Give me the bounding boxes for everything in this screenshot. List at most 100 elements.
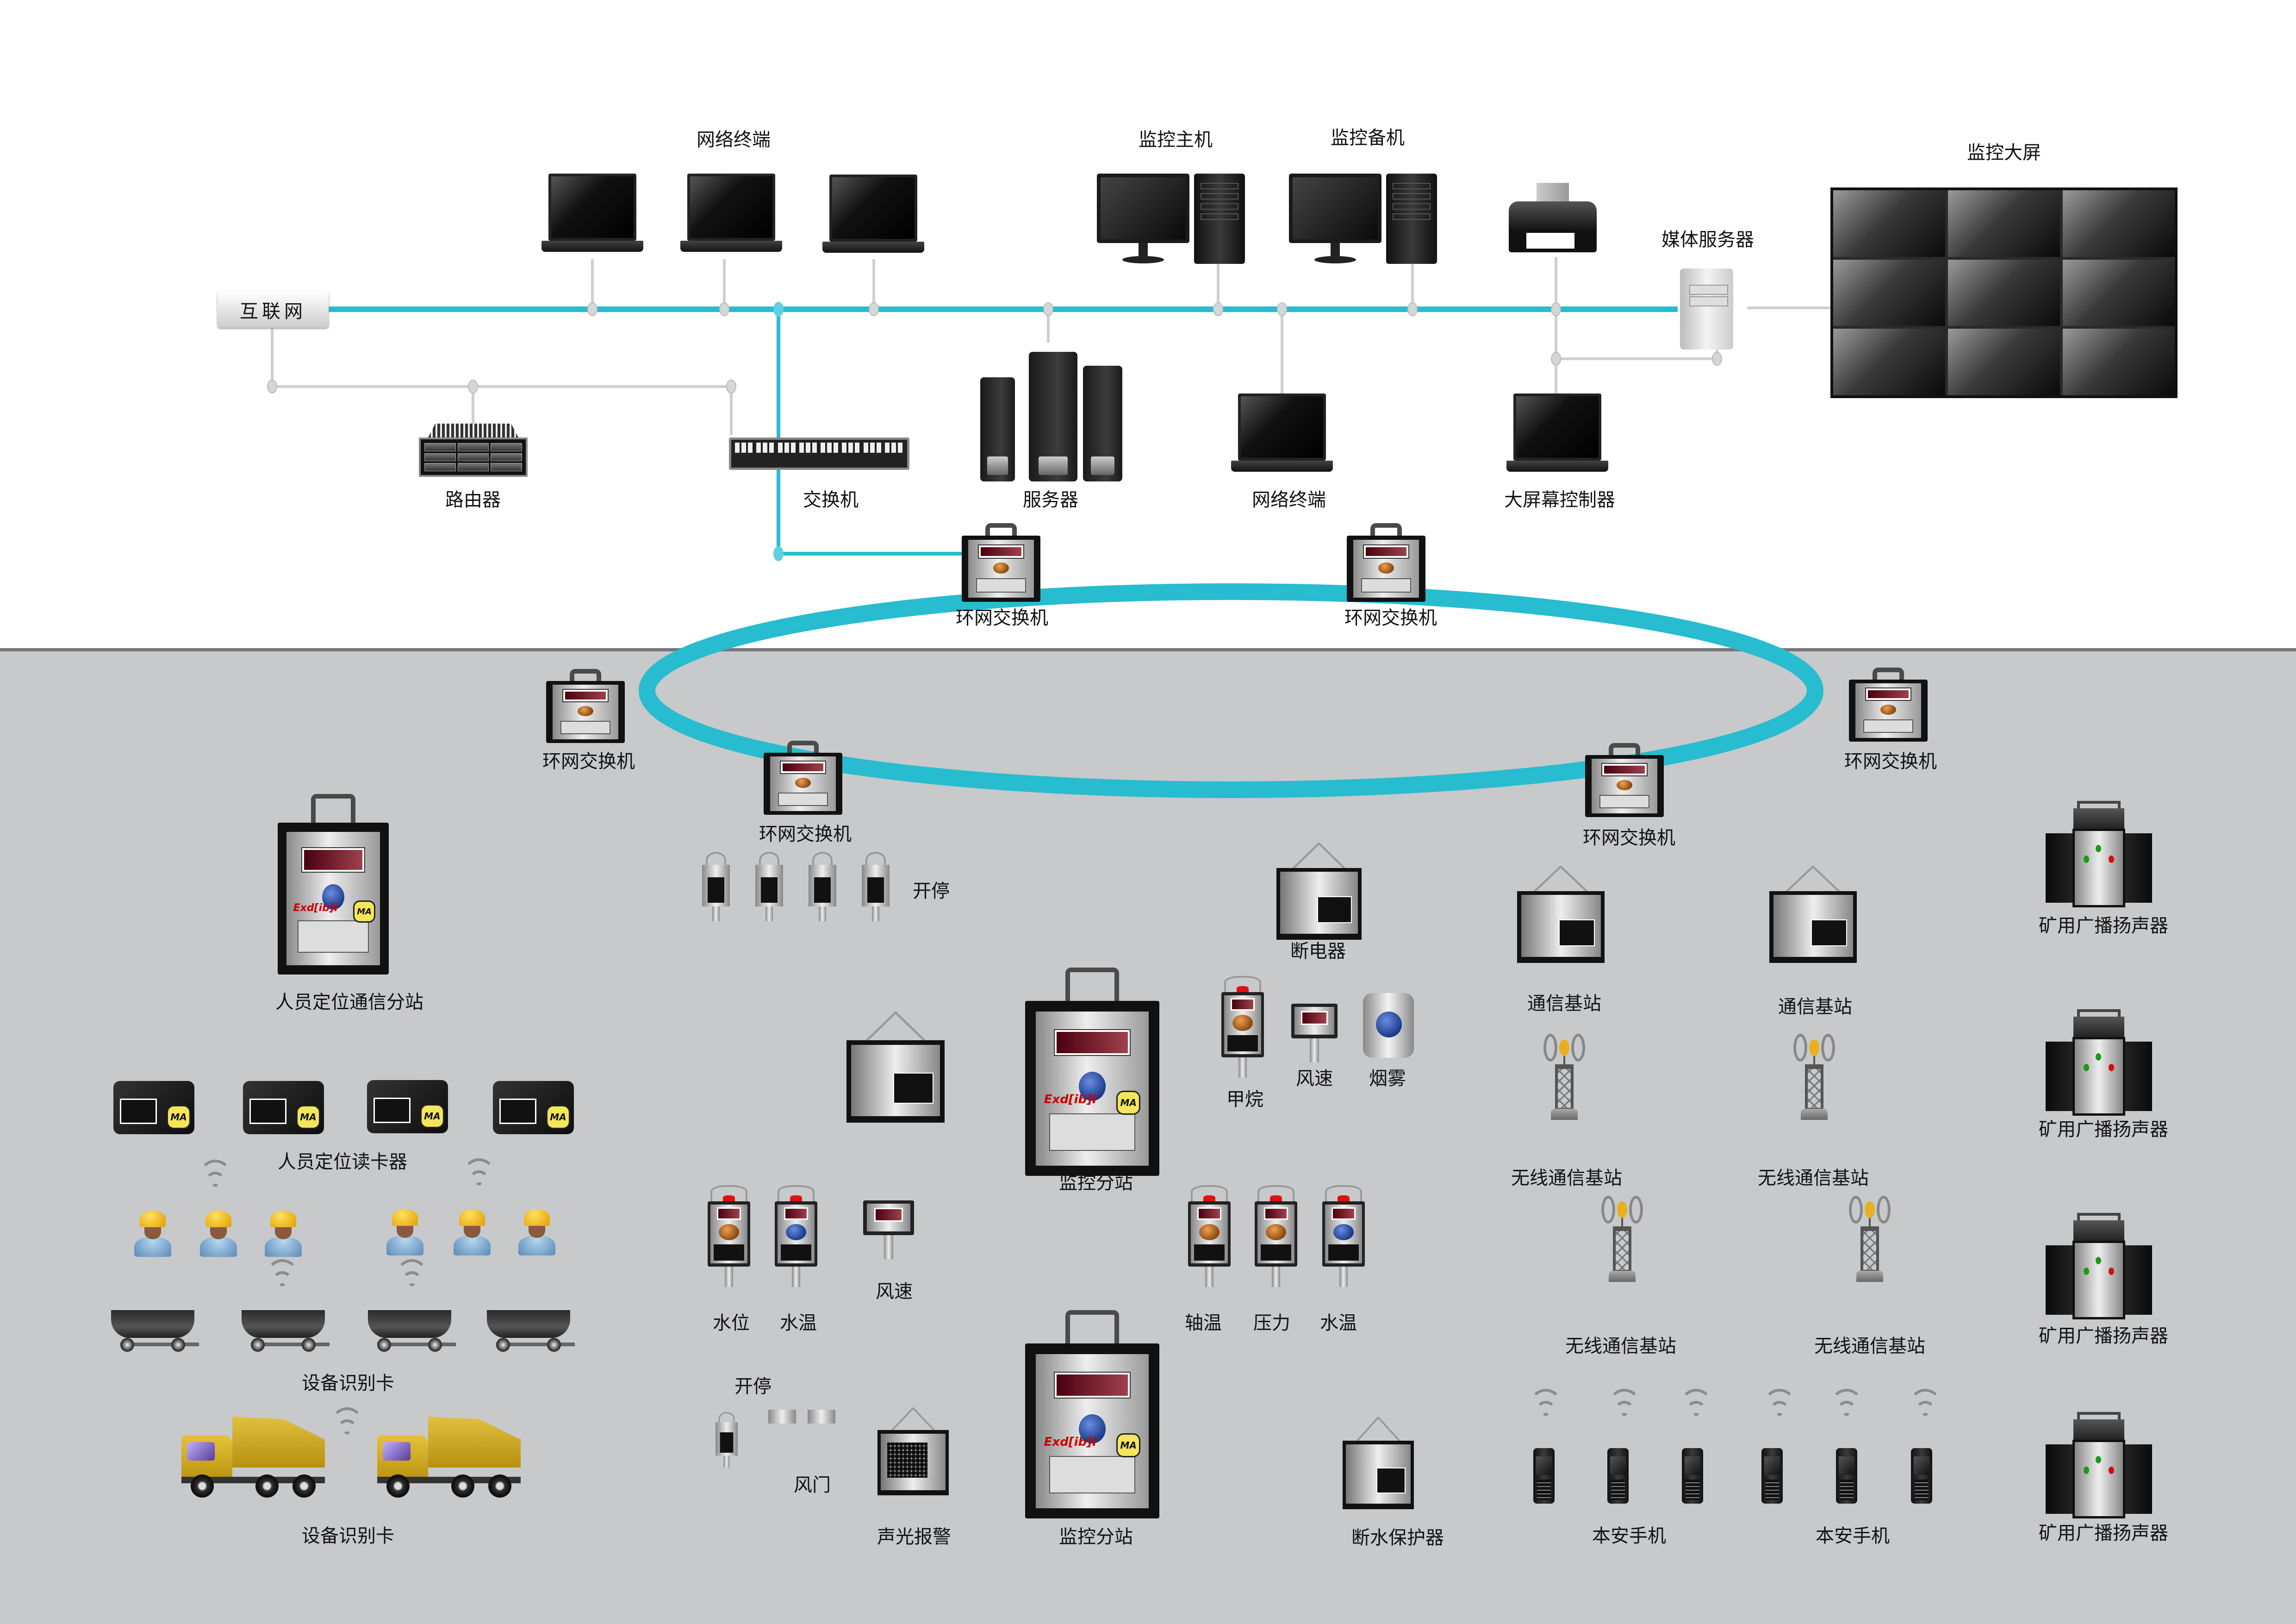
wind-speed-sensor-icon[interactable] (1287, 993, 1342, 1062)
safe-phone-icon[interactable] (1761, 1448, 1783, 1504)
printer-icon[interactable] (1509, 183, 1597, 257)
ring-switch-label: 环网交换机 (956, 607, 1048, 629)
wifi-signal-icon (1608, 1389, 1641, 1421)
comm-base-label: 通信基站 (1778, 996, 1852, 1018)
pc-tower-icon[interactable] (1386, 174, 1437, 264)
dump-truck-icon[interactable] (377, 1417, 521, 1500)
card-reader-icon[interactable]: MA (113, 1081, 194, 1134)
safe-phone-icon[interactable] (1682, 1448, 1703, 1504)
pc-tower-icon[interactable] (1194, 174, 1245, 264)
miner-icon[interactable] (200, 1211, 237, 1257)
server-icon[interactable] (1083, 366, 1122, 481)
safe-phone-icon[interactable] (1911, 1448, 1932, 1504)
water-cut-protector-icon[interactable] (1338, 1417, 1419, 1509)
miner-icon[interactable] (386, 1209, 423, 1255)
video-wall-icon[interactable] (1830, 187, 2178, 398)
breaker-icon[interactable] (1270, 843, 1368, 940)
air-door-sensor-icon[interactable] (768, 1410, 796, 1424)
wifi-signal-icon (396, 1259, 428, 1292)
wind-speed-sensor-icon[interactable] (859, 1190, 919, 1259)
miner-icon[interactable] (518, 1209, 555, 1255)
water-cut-protector-label: 断水保护器 (1351, 1527, 1444, 1549)
ring-switch-icon[interactable] (546, 669, 625, 743)
router-icon[interactable] (419, 424, 528, 477)
onoff-sensor-icon[interactable] (716, 1412, 738, 1468)
mine-cart-icon[interactable] (368, 1310, 456, 1356)
wifi-signal-icon (199, 1160, 231, 1192)
pressure-sensor-icon[interactable] (1251, 1185, 1301, 1287)
card-reader-icon[interactable]: MA (367, 1080, 448, 1133)
junction-box-icon[interactable] (840, 1012, 951, 1123)
wireless-tower-icon[interactable] (1530, 1030, 1599, 1120)
sound-light-alarm-icon[interactable] (872, 1407, 953, 1495)
comm-base-station-icon[interactable] (1511, 866, 1611, 963)
laptop-icon[interactable] (1231, 394, 1333, 477)
onoff-sensor-icon[interactable] (862, 852, 890, 921)
switch-icon[interactable] (729, 437, 909, 470)
onoff-sensor-icon[interactable] (702, 852, 730, 921)
equipment-card-label: 设备识别卡 (302, 1373, 394, 1394)
server-icon[interactable] (980, 377, 1015, 481)
ring-switch-label: 环网交换机 (1344, 607, 1437, 629)
monitor-substation-icon[interactable]: Exd[ib]I MA (1025, 1310, 1159, 1518)
miner-icon[interactable] (134, 1211, 171, 1257)
onoff-sensor-icon[interactable] (809, 852, 836, 921)
air-door-sensor-icon[interactable] (808, 1410, 835, 1424)
personnel-station-icon[interactable]: Exd[ib]I MA (278, 794, 389, 974)
wireless-tower-icon[interactable] (1587, 1192, 1657, 1282)
speaker-label: 矿用广播扬声器 (2039, 915, 2168, 937)
internet-node[interactable]: 互联网 (218, 292, 329, 328)
mine-cart-icon[interactable] (242, 1310, 330, 1356)
water-temp-sensor-icon[interactable] (771, 1185, 821, 1287)
laptop-icon[interactable] (541, 174, 643, 257)
ma-badge: MA (167, 1105, 191, 1129)
monitor-icon[interactable] (1097, 174, 1189, 264)
safe-phone-icon[interactable] (1836, 1448, 1857, 1504)
safe-phone-icon[interactable] (1533, 1448, 1555, 1504)
wireless-tower-icon[interactable] (1780, 1030, 1849, 1120)
monitor-substation-icon[interactable]: Exd[ib]I MA (1025, 968, 1159, 1176)
network-terminals-label: 网络终端 (697, 129, 771, 150)
mine-cart-icon[interactable] (487, 1310, 575, 1356)
card-reader-icon[interactable]: MA (243, 1081, 324, 1134)
broadcast-speaker-icon[interactable] (2046, 1213, 2152, 1324)
wifi-signal-icon (1909, 1389, 1941, 1421)
shaft-temp-sensor-icon[interactable] (1184, 1185, 1235, 1287)
ring-switch-icon[interactable] (962, 523, 1040, 602)
methane-sensor-icon[interactable] (1217, 976, 1268, 1078)
smoke-label: 烟雾 (1369, 1068, 1406, 1089)
air-door-label: 风门 (794, 1474, 831, 1496)
laptop-icon[interactable] (1506, 394, 1608, 477)
ring-switch-icon[interactable] (1585, 743, 1664, 817)
broadcast-speaker-icon[interactable] (2046, 801, 2152, 912)
onoff-sensor-icon[interactable] (755, 852, 783, 921)
laptop-icon[interactable] (680, 174, 782, 257)
broadcast-speaker-icon[interactable] (2046, 1412, 2152, 1523)
media-server-icon[interactable] (1680, 269, 1733, 350)
ring-switch-icon[interactable] (1849, 668, 1928, 742)
miner-icon[interactable] (454, 1209, 491, 1255)
water-temp-sensor-icon[interactable] (1318, 1185, 1369, 1287)
mine-cart-icon[interactable] (111, 1310, 199, 1356)
safe-phone-icon[interactable] (1607, 1448, 1629, 1504)
monitor-icon[interactable] (1289, 174, 1381, 264)
aux-links (271, 257, 1830, 435)
miner-icon[interactable] (265, 1211, 302, 1257)
ring-switch-label: 环网交换机 (1844, 751, 1937, 772)
comm-base-station-icon[interactable] (1763, 866, 1863, 963)
ring-node (773, 546, 784, 561)
dump-truck-icon[interactable] (181, 1417, 325, 1500)
ring-switch-icon[interactable] (1347, 523, 1425, 602)
ring-switch-icon[interactable] (764, 741, 842, 815)
switch-node (773, 302, 784, 317)
ex-mark: Exd[ib]I (1044, 1093, 1097, 1106)
broadcast-speaker-icon[interactable] (2046, 1009, 2152, 1120)
water-level-sensor-icon[interactable] (703, 1185, 754, 1287)
breaker-label: 断电器 (1290, 941, 1346, 962)
wireless-tower-icon[interactable] (1835, 1192, 1904, 1282)
server-icon[interactable] (1029, 352, 1077, 481)
onoff-label: 开停 (734, 1376, 772, 1397)
laptop-icon[interactable] (822, 175, 924, 258)
card-reader-icon[interactable]: MA (493, 1081, 574, 1134)
smoke-sensor-icon[interactable] (1363, 993, 1414, 1058)
